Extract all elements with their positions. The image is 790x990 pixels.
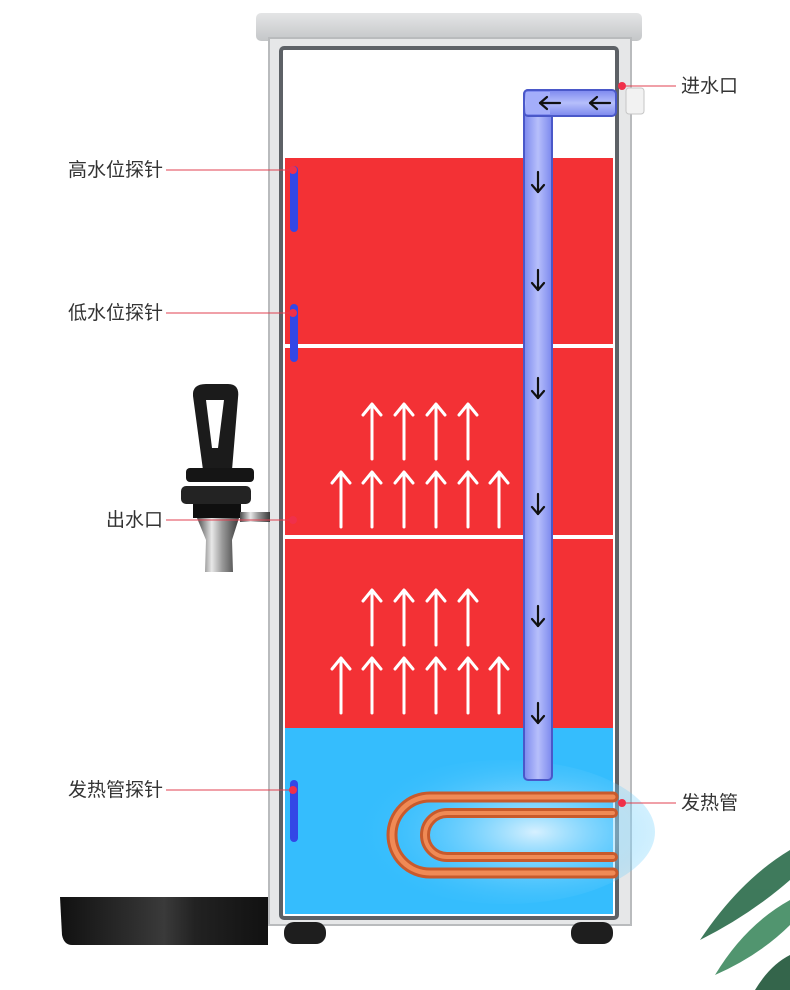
arrow-up-icon (393, 470, 415, 529)
arrow-up-icon (457, 656, 479, 715)
hot-water-upper (285, 158, 613, 344)
label-low-water-probe: 低水位探针 (67, 302, 163, 324)
arrow-up-icon (361, 588, 383, 647)
leader-dots (289, 82, 626, 807)
label-outlet: 出水口 (105, 509, 163, 531)
arrow-up-icon (425, 588, 447, 647)
arrow-down-icon (530, 701, 546, 725)
arrow-down-icon (530, 268, 546, 292)
arrow-up-icon (425, 656, 447, 715)
water-tap-icon (181, 384, 270, 572)
label-inlet: 进水口 (681, 75, 739, 97)
arrow-up-icon (393, 402, 415, 461)
foot-right (571, 922, 613, 944)
arrow-up-icon (361, 656, 383, 715)
hot-water-lower (285, 539, 613, 728)
arrow-down-icon (530, 170, 546, 194)
arrow-up-icon (361, 470, 383, 529)
arrow-up-icon (457, 588, 479, 647)
heater-coil (386, 791, 619, 879)
label-heater: 发热管 (681, 792, 739, 814)
heater-probe (290, 780, 298, 842)
arrow-down-icon (530, 492, 546, 516)
foot-left (284, 922, 326, 944)
arrow-up-icon (361, 402, 383, 461)
drip-tray (60, 897, 268, 945)
heater-glow (355, 760, 655, 904)
downflow-arrows (530, 170, 546, 725)
arrow-down-icon (530, 604, 546, 628)
leader-lines (166, 85, 676, 804)
arrow-down-icon (530, 376, 546, 400)
label-heater-probe: 发热管探针 (67, 779, 163, 801)
arrow-up-icon (330, 470, 352, 529)
plant-leaf-icon (700, 850, 790, 990)
label-high-water-probe: 高水位探针 (67, 159, 163, 181)
arrow-up-icon (488, 656, 510, 715)
arrow-up-icon (330, 656, 352, 715)
arrow-up-icon (457, 402, 479, 461)
top-lid (256, 13, 642, 41)
inlet-pipe-joint (526, 92, 550, 114)
arrow-up-icon (488, 470, 510, 529)
arrow-up-icon (425, 402, 447, 461)
inlet-flow-arrows (538, 95, 612, 111)
arrow-left-icon (538, 95, 562, 111)
arrow-up-icon (393, 656, 415, 715)
inlet-connector (625, 87, 645, 115)
hot-water-middle (285, 348, 613, 535)
high-water-probe (290, 166, 298, 232)
arrow-up-icon (425, 470, 447, 529)
convection-arrows (330, 402, 510, 715)
low-water-probe (290, 304, 298, 362)
inlet-pipe-vertical (523, 89, 553, 781)
arrow-up-icon (393, 588, 415, 647)
arrow-left-icon (588, 95, 612, 111)
arrow-up-icon (457, 470, 479, 529)
